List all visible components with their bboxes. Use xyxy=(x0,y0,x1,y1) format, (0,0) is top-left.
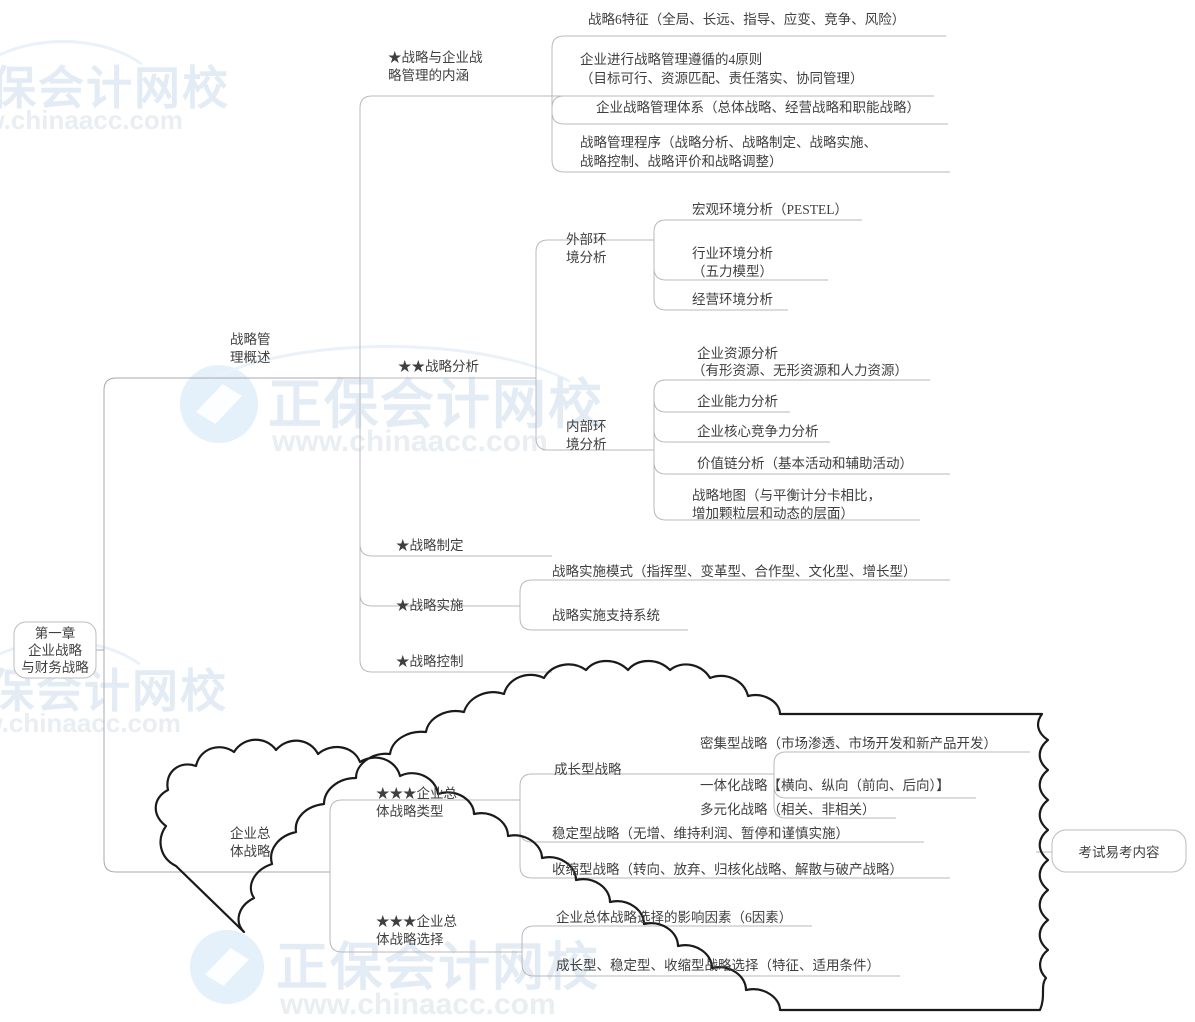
edge-n1-a xyxy=(551,35,946,96)
node-n1a-label[interactable]: 战略6特征（全局、长远、指导、应变、竞争、风险） xyxy=(588,11,905,27)
edge-corp-n6 xyxy=(329,799,496,872)
root-node-line-2: 企业战略 xyxy=(28,642,82,658)
node-n2i5-line-1[interactable]: 战略地图（与平衡计分卡相比， xyxy=(692,488,881,503)
edge-n6-growth xyxy=(519,773,646,800)
node-n2i1-line-1[interactable]: 企业资源分析 xyxy=(697,345,778,361)
node-n7a-label[interactable]: 企业总体战略选择的影响因素（6因素） xyxy=(556,909,792,925)
node-n2int-line-1[interactable]: 内部环 xyxy=(566,419,607,434)
edge-n4-b xyxy=(519,606,688,631)
branch-corporate-line-2[interactable]: 体战略 xyxy=(230,844,271,859)
branch-corporate-line-1[interactable]: 企业总 xyxy=(230,825,271,841)
node-n6-g3-label[interactable]: 多元化战略（相关、非相关） xyxy=(700,801,876,817)
edge-n1-d xyxy=(551,96,950,173)
node-n2e2-line-1[interactable]: 行业环境分析 xyxy=(692,246,773,261)
edge-n4-a xyxy=(519,579,950,606)
node-n6-growth-label[interactable]: 成长型战略 xyxy=(554,762,622,777)
node-n1b-line-1[interactable]: 企业进行战略管理遵循的4原则 xyxy=(580,51,762,67)
node-n2i2-label[interactable]: 企业能力分析 xyxy=(697,393,778,409)
edge-n7-a xyxy=(521,925,812,952)
node-n1d-line-2[interactable]: 战略控制、战略评价和战略调整） xyxy=(580,154,783,169)
edge-ext-1 xyxy=(653,219,862,240)
edge-n2-int xyxy=(535,378,648,451)
edge-int-5 xyxy=(653,450,920,521)
edge-int-3 xyxy=(653,429,830,450)
edge-n6-contract xyxy=(519,800,950,879)
edge-int-1 xyxy=(653,379,930,450)
root-node-line-1: 第一章 xyxy=(35,625,76,641)
branch-overview-line-1[interactable]: 战略管 xyxy=(230,332,271,347)
node-n6-contract-label[interactable]: 收缩型战略（转向、放弃、归核化战略、解散与破产战略） xyxy=(552,861,903,877)
node-n1b-line-2[interactable]: （目标可行、资源匹配、责任落实、协同管理） xyxy=(580,71,864,86)
root-node-box[interactable] xyxy=(13,621,97,679)
edge-root-to-overview xyxy=(103,377,228,650)
node-n2i1-line-2[interactable]: （有形资源、无形资源和人力资源） xyxy=(692,363,908,378)
node-n1-line-1[interactable]: ★战略与企业战 xyxy=(388,49,483,65)
node-n2e2-line-2[interactable]: （五力模型） xyxy=(692,264,773,279)
edge-g1 xyxy=(773,751,1030,774)
node-n5-label[interactable]: ★战略控制 xyxy=(396,654,464,669)
node-n3-label[interactable]: ★战略制定 xyxy=(396,538,464,553)
node-n2e1-label[interactable]: 宏观环境分析（PESTEL） xyxy=(692,202,848,217)
edge-n7-b xyxy=(521,952,900,977)
annotation-label: 考试易考内容 xyxy=(1079,844,1160,860)
node-n2ext-line-2[interactable]: 境分析 xyxy=(566,250,607,265)
root-node-line-3: 与财务战略 xyxy=(21,660,89,675)
node-n2i5-line-2[interactable]: 增加颗粒层和动态的层面） xyxy=(692,506,854,521)
node-n4a-label[interactable]: 战略实施模式（指挥型、变革型、合作型、文化型、增长型） xyxy=(552,564,917,579)
node-n2i4-label[interactable]: 价值链分析（基本活动和辅助活动） xyxy=(697,455,913,471)
edge-corp-n7 xyxy=(329,872,496,953)
node-n2int-line-2[interactable]: 境分析 xyxy=(566,437,607,452)
edge-overview-n1 xyxy=(359,95,486,378)
edge-int-2 xyxy=(653,399,790,450)
node-n7-line-1[interactable]: ★★★企业总 xyxy=(376,913,457,929)
node-n4b-label[interactable]: 战略实施支持系统 xyxy=(552,608,660,623)
edge-root-to-corporate xyxy=(103,650,228,873)
node-n1c-label[interactable]: 企业战略管理体系（总体战略、经营战略和职能战略） xyxy=(596,99,920,115)
annotation-box[interactable] xyxy=(1051,829,1187,873)
cloud-outline xyxy=(154,659,1050,1012)
edge-n2-ext xyxy=(535,239,650,378)
edge-overview-n5 xyxy=(359,378,486,673)
node-n2ext-line-1[interactable]: 外部环 xyxy=(566,232,607,247)
node-n2i3-label[interactable]: 企业核心竞争力分析 xyxy=(697,423,819,439)
node-n6-line-1[interactable]: ★★★企业总 xyxy=(376,785,457,801)
node-n7b-label[interactable]: 成长型、稳定型、收缩型战略选择（特征、适用条件） xyxy=(556,957,880,973)
branch-overview-line-2[interactable]: 理概述 xyxy=(230,350,271,365)
node-n7-line-2[interactable]: 体战略选择 xyxy=(376,932,444,947)
node-n2-label[interactable]: ★★战略分析 xyxy=(398,359,479,374)
node-n6-g2-label[interactable]: 一体化战略【横向、纵向（前向、后向）】 xyxy=(700,777,950,793)
node-n1d-line-1[interactable]: 战略管理程序（战略分析、战略制定、战略实施、 xyxy=(580,135,877,150)
node-n6-g1-label[interactable]: 密集型战略（市场渗透、市场开发和新产品开发） xyxy=(700,735,997,751)
node-n2e3-label[interactable]: 经营环境分析 xyxy=(692,292,773,307)
node-n6-line-2[interactable]: 体战略类型 xyxy=(376,804,444,819)
node-n6-stable-label[interactable]: 稳定型战略（无增、维持利润、暂停和谨慎实施） xyxy=(552,825,849,841)
edge-g3 xyxy=(773,774,896,819)
node-n4-label[interactable]: ★战略实施 xyxy=(396,598,464,613)
node-n1-line-2[interactable]: 略管理的内涵 xyxy=(388,68,469,83)
edge-ext-3 xyxy=(653,240,788,311)
